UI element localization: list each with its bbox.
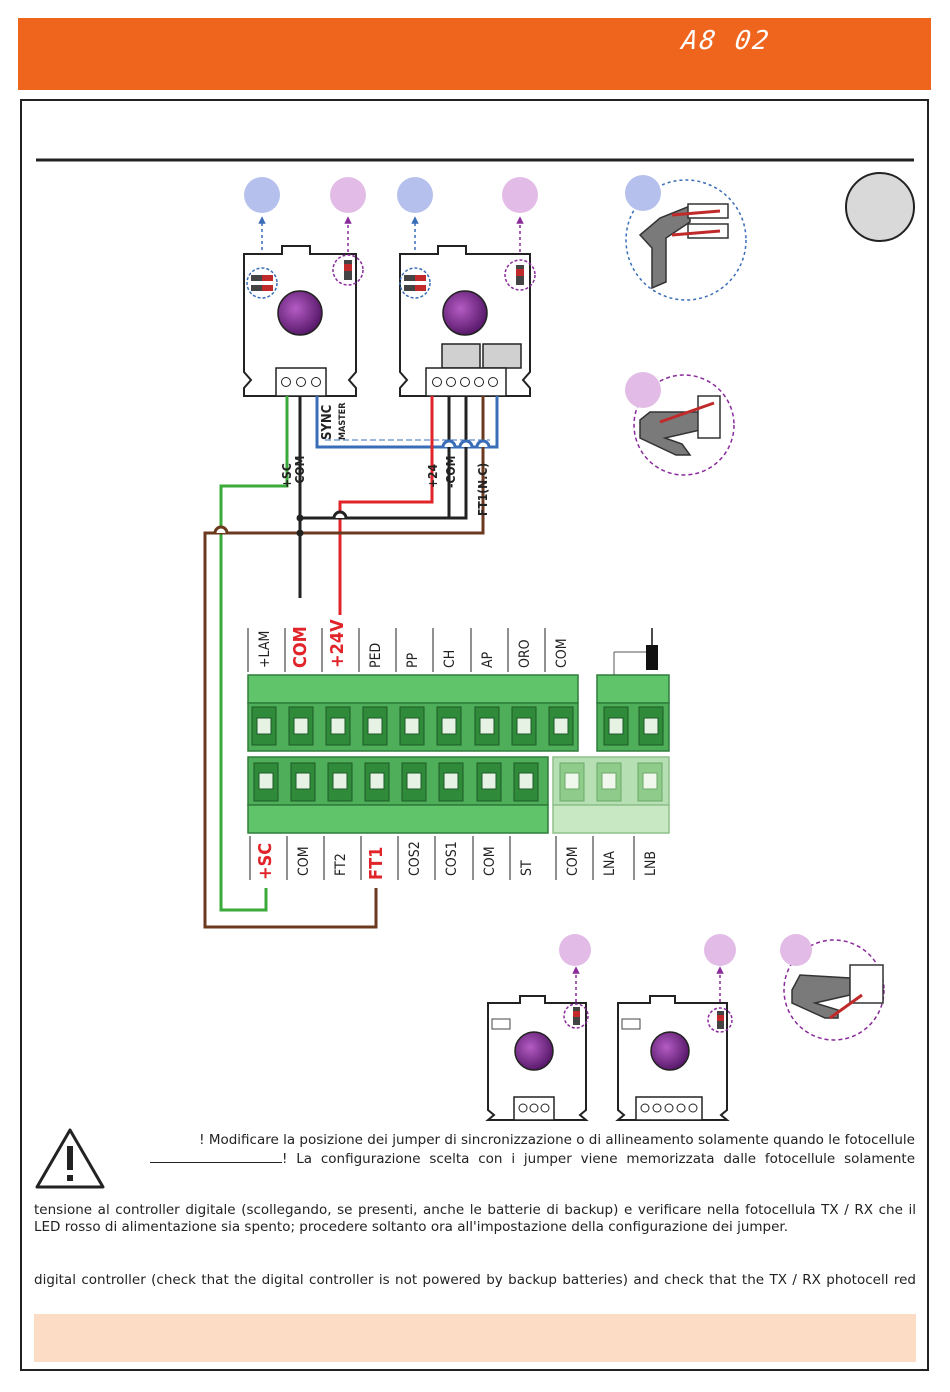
marker-circle-purple bbox=[502, 177, 538, 213]
header-bar bbox=[18, 18, 931, 90]
terminal-screw bbox=[638, 706, 664, 746]
terminal-screw bbox=[399, 706, 425, 746]
tx-photocell-board bbox=[243, 245, 364, 397]
rx-photocell-board bbox=[399, 245, 536, 397]
sync-label: SYNC bbox=[320, 405, 335, 440]
terminal-top-label: +24V bbox=[327, 619, 348, 668]
terminal-bottom-label: COS1 bbox=[444, 841, 460, 876]
warning-line-2-text: ! La configurazione scelta con i jumper … bbox=[282, 1151, 915, 1167]
terminal-screw bbox=[288, 706, 314, 746]
terminal-screw bbox=[290, 762, 316, 802]
terminal-screw bbox=[251, 706, 277, 746]
terminal-bottom-label: FT1 bbox=[366, 847, 387, 880]
terminal-bottom-label: LNB bbox=[643, 851, 659, 876]
terminal-top-label: +LAM bbox=[257, 631, 273, 668]
terminal-bottom-label: COM bbox=[296, 846, 312, 876]
tx-wire-com-label: -COM bbox=[293, 456, 307, 488]
small-rx-board bbox=[615, 934, 736, 1121]
terminal-screw bbox=[401, 762, 427, 802]
terminal-screw-light bbox=[559, 762, 585, 802]
sync-jumper-detail bbox=[625, 175, 747, 301]
terminal-screw bbox=[513, 762, 539, 802]
terminal-top-label: ORO bbox=[517, 639, 533, 668]
align-jumper-detail bbox=[625, 372, 735, 476]
small-jumper-detail bbox=[780, 934, 885, 1041]
page-badge bbox=[845, 172, 915, 242]
rx-wire-com-label: -COM bbox=[444, 456, 458, 488]
terminal-bottom-label: FT2 bbox=[333, 853, 349, 876]
marker-circle-purple bbox=[330, 177, 366, 213]
terminal-screw-light bbox=[596, 762, 622, 802]
terminal-top-label: PP bbox=[405, 652, 421, 668]
terminal-top-label: PED bbox=[368, 643, 384, 668]
terminal-screw bbox=[511, 706, 537, 746]
terminal-bottom-label: +SC bbox=[255, 843, 276, 880]
terminal-screw bbox=[362, 706, 388, 746]
marker-circle-blue bbox=[397, 177, 433, 213]
rx-wire-ft1-label: FT1(N.C) bbox=[476, 463, 490, 516]
terminal-top-label: AP bbox=[480, 651, 496, 668]
terminal-top-label: COM bbox=[554, 638, 570, 668]
rx-wire-24-label: +24 bbox=[426, 463, 440, 488]
warning-icon bbox=[35, 1128, 105, 1189]
terminal-screw bbox=[476, 762, 502, 802]
terminal-bottom-label: LNA bbox=[602, 851, 618, 876]
paragraph-italian: tensione al controller digitale (scolleg… bbox=[34, 1202, 916, 1235]
tx-wire-sc-label: +SC bbox=[280, 463, 294, 488]
page-frame bbox=[20, 99, 929, 1371]
marker-circle-blue bbox=[244, 177, 280, 213]
terminal-screw bbox=[253, 762, 279, 802]
terminal-screw bbox=[364, 762, 390, 802]
terminal-screw-light bbox=[637, 762, 663, 802]
terminal-bottom-label: COM bbox=[565, 846, 581, 876]
warning-line-1: ! Modificare la posizione dei jumper di … bbox=[199, 1132, 915, 1148]
blank-underline bbox=[150, 1150, 282, 1163]
small-tx-board bbox=[485, 934, 591, 1121]
terminal-screw bbox=[474, 706, 500, 746]
warning-line-2: ! La configurazione scelta con i jumper … bbox=[150, 1150, 915, 1168]
terminal-screw bbox=[438, 762, 464, 802]
terminal-screw bbox=[325, 706, 351, 746]
paragraph-english: digital controller (check that the digit… bbox=[34, 1272, 916, 1288]
terminal-screw bbox=[548, 706, 574, 746]
terminal-screw bbox=[327, 762, 353, 802]
terminal-bottom-label: COM bbox=[482, 846, 498, 876]
sync-sub-label: MASTER bbox=[338, 402, 348, 440]
note-box bbox=[34, 1314, 916, 1362]
terminal-top-label: CH bbox=[442, 650, 458, 668]
terminal-bottom-label: COS2 bbox=[407, 841, 423, 876]
terminal-screw bbox=[603, 706, 629, 746]
terminal-top-label: COM bbox=[290, 626, 311, 668]
terminal-bottom-label: ST bbox=[519, 860, 535, 876]
terminal-screw bbox=[436, 706, 462, 746]
